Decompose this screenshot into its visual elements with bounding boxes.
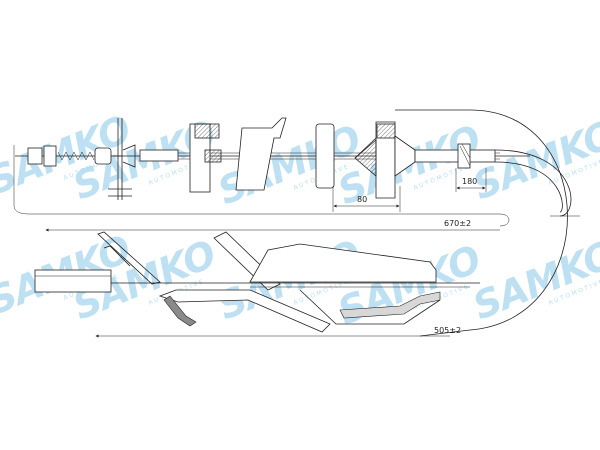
watermark-layer: SAMKO AUTOMOTIVE SAMKO AUTOMOTIVE SAMKO … — [0, 107, 600, 334]
watermark-brand: SAMKO — [467, 232, 600, 329]
dim-670-label: 670±2 — [444, 219, 471, 228]
end-bushing — [457, 143, 471, 169]
dim-80-label: 80 — [357, 195, 367, 204]
dimension-505: 505±2 — [95, 326, 461, 338]
ferrule-block — [315, 123, 335, 189]
cable-sleeve-1 — [139, 149, 179, 162]
watermark-10: SAMKO AUTOMOTIVE — [467, 232, 600, 329]
threaded-rod-end — [27, 145, 122, 167]
rubber-grommet — [189, 123, 222, 193]
lower-end-block — [34, 269, 112, 293]
dimension-180: 180 — [455, 168, 487, 192]
lower-fork-arm-lower — [103, 245, 131, 267]
conical-grommet — [354, 121, 396, 199]
angled-clip — [235, 117, 287, 191]
dim-505-label: 505±2 — [434, 326, 461, 335]
lower-flange — [299, 289, 441, 325]
lower-support-arm — [158, 289, 331, 333]
lower-fork-arm-upper — [97, 231, 161, 285]
outer-sheath — [414, 149, 496, 163]
lower-arm-tip — [163, 295, 197, 327]
upper-exploded-assembly — [15, 117, 530, 200]
dimension-670: 670±2 — [13, 145, 510, 232]
lower-housing — [249, 243, 437, 283]
fork-clip — [108, 118, 136, 200]
dim-180-label: 180 — [462, 177, 477, 186]
dimension-80: 80 — [332, 186, 401, 212]
lower-assembled-cable — [34, 231, 480, 333]
